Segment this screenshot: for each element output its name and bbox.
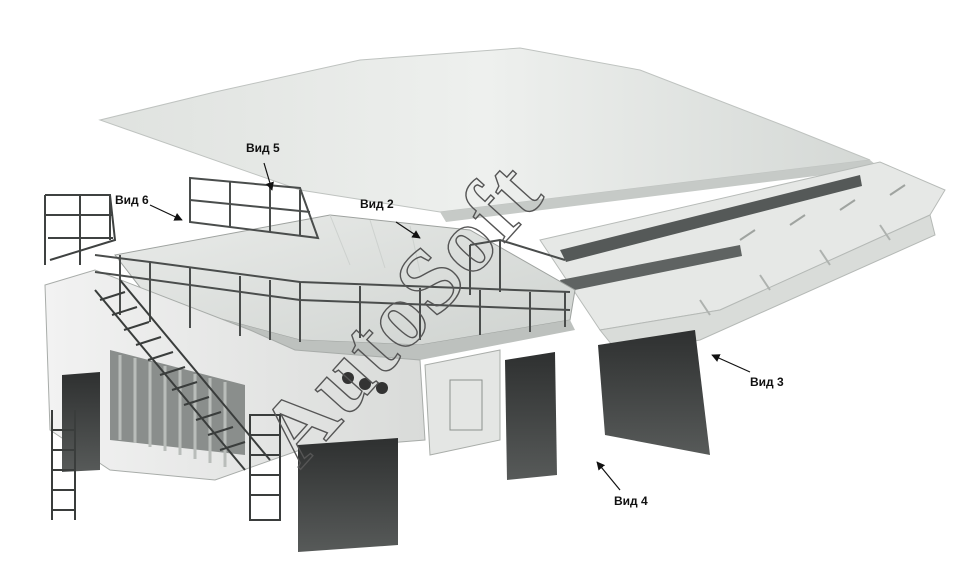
view-4-callout: Вид 4: [596, 461, 648, 508]
deck-front-railing: [94, 238, 571, 342]
view-2-callout: Вид 2: [360, 197, 421, 239]
view-3-callout: Вид 3: [711, 354, 784, 389]
mud-flaps: [62, 330, 710, 552]
view-2-arrow: [395, 221, 421, 239]
dump-body-canopy: [98, 47, 880, 222]
dump-body-side: [539, 161, 946, 356]
view-4-label: Вид 4: [614, 494, 648, 508]
view-6-callout: Вид 6: [115, 193, 183, 221]
view-5-label: Вид 5: [246, 141, 280, 155]
view-5-callout: Вид 5: [246, 141, 280, 191]
side-ladder: [51, 410, 76, 520]
access-stairs: [94, 279, 281, 521]
view-4-arrow: [596, 461, 621, 491]
view-3-label: Вид 3: [750, 375, 784, 389]
view-5-arrow: [263, 162, 274, 191]
view-6-arrow: [149, 204, 183, 221]
main-deck: [114, 214, 576, 360]
view-3-arrow: [711, 354, 751, 373]
view-6-label: Вид 6: [115, 193, 149, 207]
left-platform-railing: [44, 194, 117, 265]
upper-platform-railing: [189, 176, 320, 240]
view-2-label: Вид 2: [360, 197, 394, 211]
